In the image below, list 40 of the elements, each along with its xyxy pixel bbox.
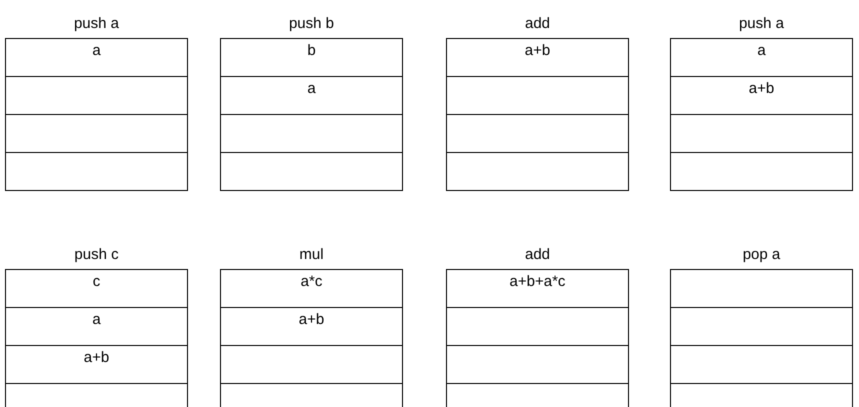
stack-cell: a bbox=[220, 77, 403, 115]
stack-cell bbox=[446, 384, 629, 407]
stack-cell bbox=[446, 115, 629, 153]
stack-heading: push a bbox=[738, 14, 786, 34]
stack-cell: c bbox=[5, 270, 188, 308]
stack-cell bbox=[446, 308, 629, 346]
stack-cell: a+b bbox=[220, 308, 403, 346]
stack-cell: a bbox=[5, 39, 188, 77]
stack-cell bbox=[220, 384, 403, 407]
stack-heading: push c bbox=[73, 245, 120, 265]
stack-cell bbox=[220, 153, 403, 191]
stack-heading: pop a bbox=[742, 245, 782, 265]
stack-cell: a*c bbox=[220, 270, 403, 308]
stack-cell: a bbox=[670, 39, 853, 77]
stack-cell bbox=[446, 346, 629, 384]
stack-cell bbox=[670, 153, 853, 191]
stack-cell bbox=[5, 384, 188, 407]
stack-cell: a+b bbox=[5, 346, 188, 384]
stack-cell bbox=[670, 115, 853, 153]
stack-cell bbox=[670, 308, 853, 346]
stack-heading: add bbox=[524, 14, 552, 34]
stack-cell bbox=[5, 115, 188, 153]
stack-cell bbox=[670, 346, 853, 384]
stack-cell bbox=[446, 153, 629, 191]
stack-cell bbox=[220, 346, 403, 384]
stack-cell: b bbox=[220, 39, 403, 77]
stack-cell: a bbox=[5, 308, 188, 346]
stack-cell bbox=[446, 77, 629, 115]
stack-cell: a+b bbox=[670, 77, 853, 115]
stack-cell: a+b+a*c bbox=[446, 270, 629, 308]
stack-cell bbox=[5, 153, 188, 191]
stack-cell bbox=[5, 77, 188, 115]
stack-heading: mul bbox=[298, 245, 325, 265]
stack-cell bbox=[670, 270, 853, 308]
stack-cell bbox=[670, 384, 853, 407]
stack-heading: push a bbox=[72, 14, 120, 34]
stack-cell bbox=[220, 115, 403, 153]
stack-heading: push b bbox=[288, 14, 336, 34]
stack-cell: a+b bbox=[446, 39, 629, 77]
stack-heading: add bbox=[524, 245, 552, 265]
